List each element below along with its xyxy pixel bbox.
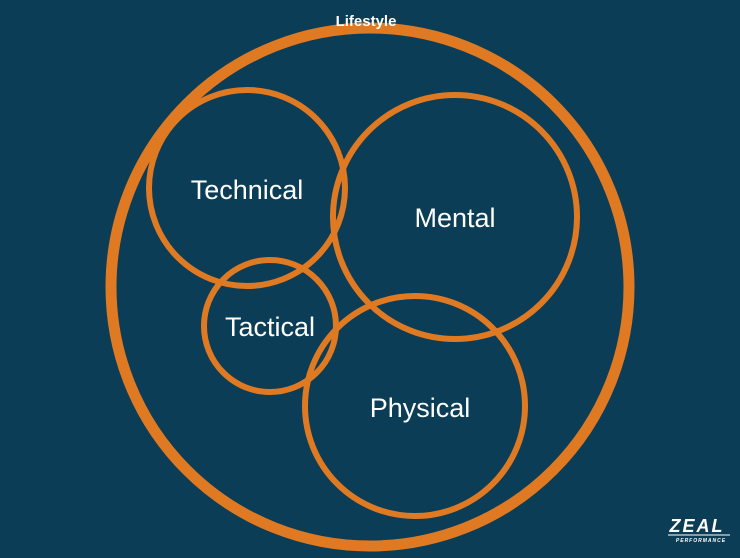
technical-circle <box>146 87 348 289</box>
physical-circle <box>302 293 528 519</box>
zeal-logo: ZEAL PERFORMANCE <box>668 516 730 544</box>
lifestyle-label: Lifestyle <box>336 13 397 30</box>
logo-wordmark: ZEAL <box>669 516 725 536</box>
tactical-label: Tactical <box>225 312 315 342</box>
logo-tagline: PERFORMANCE <box>676 538 726 544</box>
mental-label: Mental <box>414 203 495 233</box>
lifestyle-circle <box>105 22 635 552</box>
mental-circle <box>330 92 580 342</box>
physical-label: Physical <box>370 393 471 423</box>
technical-label: Technical <box>191 175 304 205</box>
